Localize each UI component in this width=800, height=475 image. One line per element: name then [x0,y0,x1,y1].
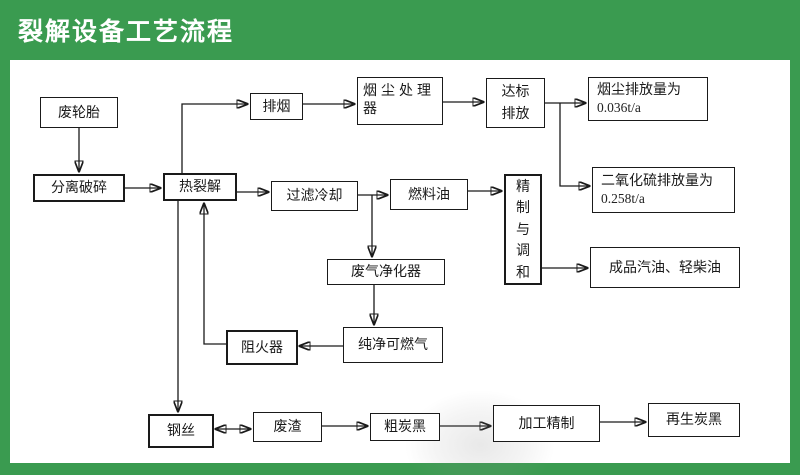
title-bar: 裂解设备工艺流程 [0,0,800,60]
arrow-pyrolysis-to-exhaust [181,104,247,173]
node-regenerated-carbon-black: 再生炭黑 [648,403,740,437]
page-title: 裂解设备工艺流程 [18,18,235,46]
node-pyrolysis: 热裂解 [163,173,237,201]
node-finished-oil: 成品汽油、轻柴油 [590,247,740,288]
flow-connectors [10,60,790,463]
node-processing-refine: 加工精制 [493,405,600,442]
node-waste-residue: 废渣 [253,412,322,442]
node-standard-discharge: 达标排放 [486,78,545,128]
node-waste-tire: 废轮胎 [40,97,118,128]
node-crude-carbon-black: 粗炭黑 [370,413,440,441]
flowchart-canvas: 废轮胎 分离破碎 热裂解 排烟 烟尘处理器 达标排放 烟尘排放量为 0.036t… [10,60,790,475]
node-separate-crush: 分离破碎 [33,174,125,202]
node-gas-purifier: 废气净化器 [327,259,445,285]
node-so2-emission: 二氧化硫排放量为 0.258t/a [592,167,735,213]
node-fuel-oil: 燃料油 [390,179,468,210]
arrow-arrester-to-pyrolysis [204,204,226,345]
node-filter-cooling: 过滤冷却 [271,181,358,211]
node-dust-emission: 烟尘排放量为 0.036t/a [588,77,708,121]
node-flame-arrester: 阻火器 [226,330,298,365]
arrow-discharge-to-so2emission [559,103,589,186]
node-refine-blend: 精制与调和 [504,174,542,285]
node-dust-processor: 烟尘处理器 [357,77,443,125]
node-smoke-exhaust: 排烟 [250,93,303,120]
node-pure-gas: 纯净可燃气 [343,327,443,363]
node-steel-wire: 钢丝 [148,414,214,448]
